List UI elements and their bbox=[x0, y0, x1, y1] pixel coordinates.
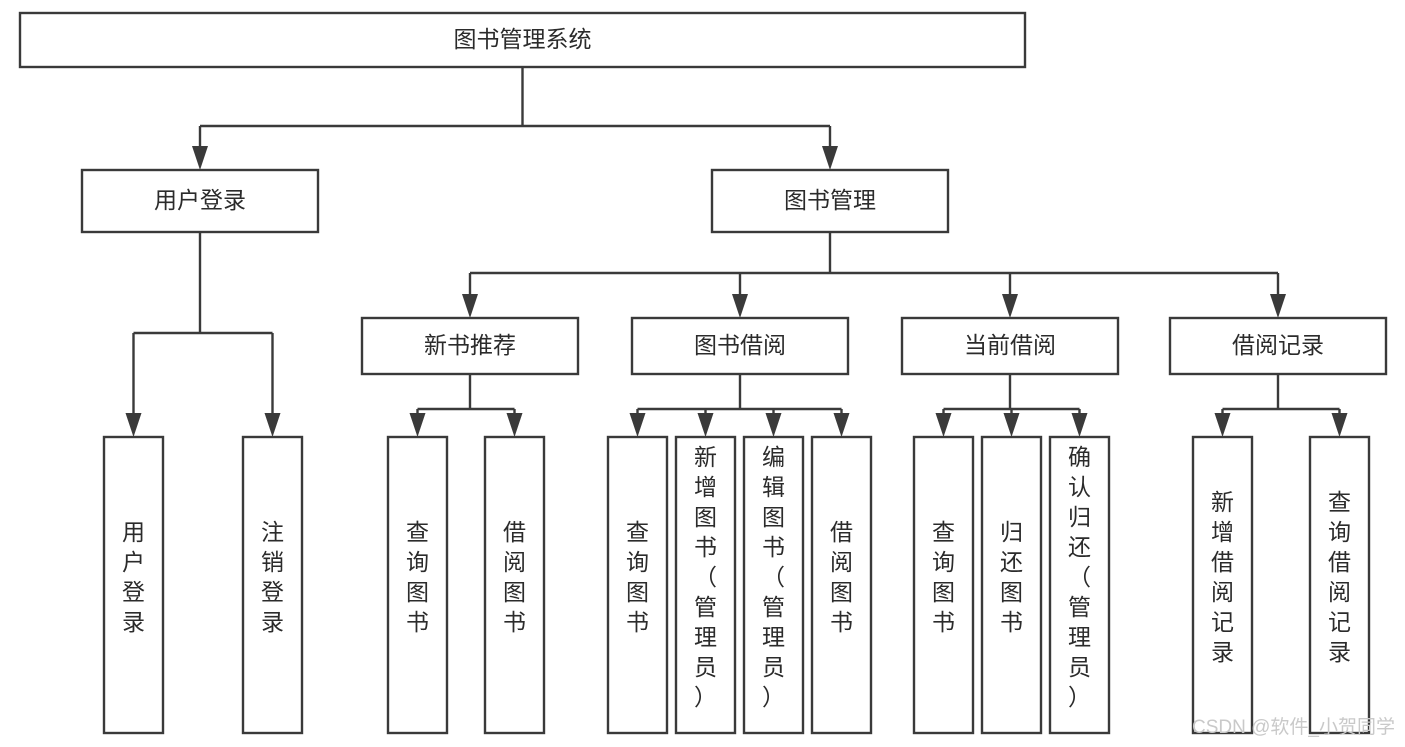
node-book-management-box[interactable] bbox=[710, 168, 950, 234]
node-leaf-edit-book-admin-label: 编辑图书（管理员） bbox=[762, 444, 785, 710]
node-root-box[interactable] bbox=[18, 11, 1027, 69]
node-user-login[interactable]: 用户登录 bbox=[80, 168, 320, 234]
node-root-label: 图书管理系统 bbox=[454, 26, 592, 52]
node-user-login-box[interactable] bbox=[80, 168, 320, 234]
node-leaf-query-book-borrow-box[interactable] bbox=[606, 435, 669, 735]
node-leaf-query-borrow-record-label: 查询借阅记录 bbox=[1328, 489, 1351, 665]
csdn-watermark: CSDN @软件_小贺同学 bbox=[1192, 716, 1395, 738]
node-leaf-query-book-current-label: 查询图书 bbox=[932, 519, 955, 635]
connector-layer bbox=[125, 67, 1348, 437]
arrow-head-to-book-management bbox=[822, 146, 838, 170]
node-new-book-recommend-box[interactable] bbox=[360, 316, 580, 376]
node-leaf-add-borrow-record[interactable]: 新增借阅记录 bbox=[1191, 435, 1254, 735]
node-user-login-label: 用户登录 bbox=[154, 187, 246, 213]
arrow-head-to-leaf-borrow-book-rec bbox=[506, 413, 523, 437]
node-leaf-query-book-borrow[interactable]: 查询图书 bbox=[606, 435, 669, 735]
node-leaf-query-book-rec-label: 查询图书 bbox=[406, 519, 429, 635]
connector-book-management-to-level3 bbox=[468, 232, 1280, 300]
connector-borrow-record-to-leaves bbox=[1221, 374, 1341, 419]
node-leaf-user-login-label: 用户登录 bbox=[122, 519, 145, 635]
node-new-book-recommend-label: 新书推荐 bbox=[424, 332, 516, 358]
node-leaf-return-book-box[interactable] bbox=[980, 435, 1043, 735]
node-leaf-confirm-return-admin-label: 确认归还（管理员） bbox=[1068, 444, 1091, 710]
connector-book-borrow-to-leaves bbox=[636, 374, 843, 419]
node-leaf-user-login-box[interactable] bbox=[102, 435, 165, 735]
node-borrow-record-label: 借阅记录 bbox=[1232, 332, 1324, 358]
connector-current-borrow-to-leaves bbox=[942, 374, 1081, 419]
node-leaf-query-book-rec-box[interactable] bbox=[386, 435, 449, 735]
node-book-management[interactable]: 图书管理 bbox=[710, 168, 950, 234]
node-leaf-borrow-book-box[interactable] bbox=[810, 435, 873, 735]
node-leaf-query-borrow-record[interactable]: 查询借阅记录 bbox=[1308, 435, 1371, 735]
node-book-borrow-box[interactable] bbox=[630, 316, 850, 376]
node-book-management-label: 图书管理 bbox=[784, 187, 876, 213]
node-leaf-return-book-label: 归还图书 bbox=[1000, 519, 1023, 635]
arrow-head-to-user-login bbox=[192, 146, 208, 170]
node-leaf-borrow-book-rec[interactable]: 借阅图书 bbox=[483, 435, 546, 735]
arrow-head-to-leaf-add-book-admin bbox=[697, 413, 714, 437]
node-current-borrow-label: 当前借阅 bbox=[964, 332, 1056, 358]
node-leaf-add-book-admin[interactable]: 新增图书（管理员） bbox=[674, 435, 737, 735]
arrow-head-to-leaf-user-login bbox=[125, 413, 142, 437]
node-root[interactable]: 图书管理系统 bbox=[18, 11, 1027, 69]
arrow-head-to-leaf-add-borrow-record bbox=[1214, 413, 1231, 437]
connector-root-to-level2 bbox=[198, 67, 832, 152]
arrow-head-to-borrow-record bbox=[1270, 294, 1286, 318]
arrow-head-to-leaf-borrow-book bbox=[833, 413, 850, 437]
node-borrow-record[interactable]: 借阅记录 bbox=[1168, 316, 1388, 376]
arrow-head-to-leaf-return-book bbox=[1003, 413, 1020, 437]
node-leaf-query-book-borrow-label: 查询图书 bbox=[626, 519, 649, 635]
node-leaf-query-borrow-record-box[interactable] bbox=[1308, 435, 1371, 735]
node-leaf-add-borrow-record-label: 新增借阅记录 bbox=[1211, 489, 1234, 665]
node-leaf-add-book-admin-box[interactable] bbox=[674, 435, 737, 735]
node-leaf-query-book-rec[interactable]: 查询图书 bbox=[386, 435, 449, 735]
arrow-head-to-current-borrow bbox=[1002, 294, 1018, 318]
node-current-borrow[interactable]: 当前借阅 bbox=[900, 316, 1120, 376]
arrow-head-to-book-borrow bbox=[732, 294, 748, 318]
node-leaf-edit-book-admin[interactable]: 编辑图书（管理员） bbox=[742, 435, 805, 735]
node-leaf-borrow-book-rec-box[interactable] bbox=[483, 435, 546, 735]
node-book-borrow[interactable]: 图书借阅 bbox=[630, 316, 850, 376]
node-new-book-recommend[interactable]: 新书推荐 bbox=[360, 316, 580, 376]
connector-new-book-recommend-to-leaves bbox=[416, 374, 516, 419]
arrow-head-to-new-book-recommend bbox=[462, 294, 478, 318]
node-borrow-record-box[interactable] bbox=[1168, 316, 1388, 376]
node-leaf-edit-book-admin-box[interactable] bbox=[742, 435, 805, 735]
arrow-head-to-leaf-logout bbox=[264, 413, 281, 437]
node-current-borrow-box[interactable] bbox=[900, 316, 1120, 376]
node-leaf-query-book-current-box[interactable] bbox=[912, 435, 975, 735]
node-leaf-query-book-current[interactable]: 查询图书 bbox=[912, 435, 975, 735]
node-leaf-confirm-return-admin-box[interactable] bbox=[1048, 435, 1111, 735]
arrow-head-to-leaf-edit-book-admin bbox=[765, 413, 782, 437]
node-leaf-return-book[interactable]: 归还图书 bbox=[980, 435, 1043, 735]
node-leaf-confirm-return-admin[interactable]: 确认归还（管理员） bbox=[1048, 435, 1111, 735]
arrow-head-to-leaf-query-book-borrow bbox=[629, 413, 646, 437]
node-leaf-borrow-book-label: 借阅图书 bbox=[830, 519, 853, 635]
node-leaf-borrow-book-rec-label: 借阅图书 bbox=[503, 519, 526, 635]
node-leaf-logout-box[interactable] bbox=[241, 435, 304, 735]
arrow-head-to-leaf-query-book-current bbox=[935, 413, 952, 437]
arrow-head-to-leaf-query-book-rec bbox=[409, 413, 426, 437]
node-leaf-add-borrow-record-box[interactable] bbox=[1191, 435, 1254, 735]
arrow-head-to-leaf-query-borrow-record bbox=[1331, 413, 1348, 437]
node-leaf-logout-label: 注销登录 bbox=[261, 519, 284, 635]
node-leaf-user-login[interactable]: 用户登录 bbox=[102, 435, 165, 735]
node-leaf-add-book-admin-label: 新增图书（管理员） bbox=[694, 444, 717, 710]
node-book-borrow-label: 图书借阅 bbox=[694, 332, 786, 358]
node-leaf-borrow-book[interactable]: 借阅图书 bbox=[810, 435, 873, 735]
connector-user-login-to-leaves bbox=[132, 232, 274, 419]
arrow-head-to-leaf-confirm-return-admin bbox=[1071, 413, 1088, 437]
node-leaf-logout[interactable]: 注销登录 bbox=[241, 435, 304, 735]
